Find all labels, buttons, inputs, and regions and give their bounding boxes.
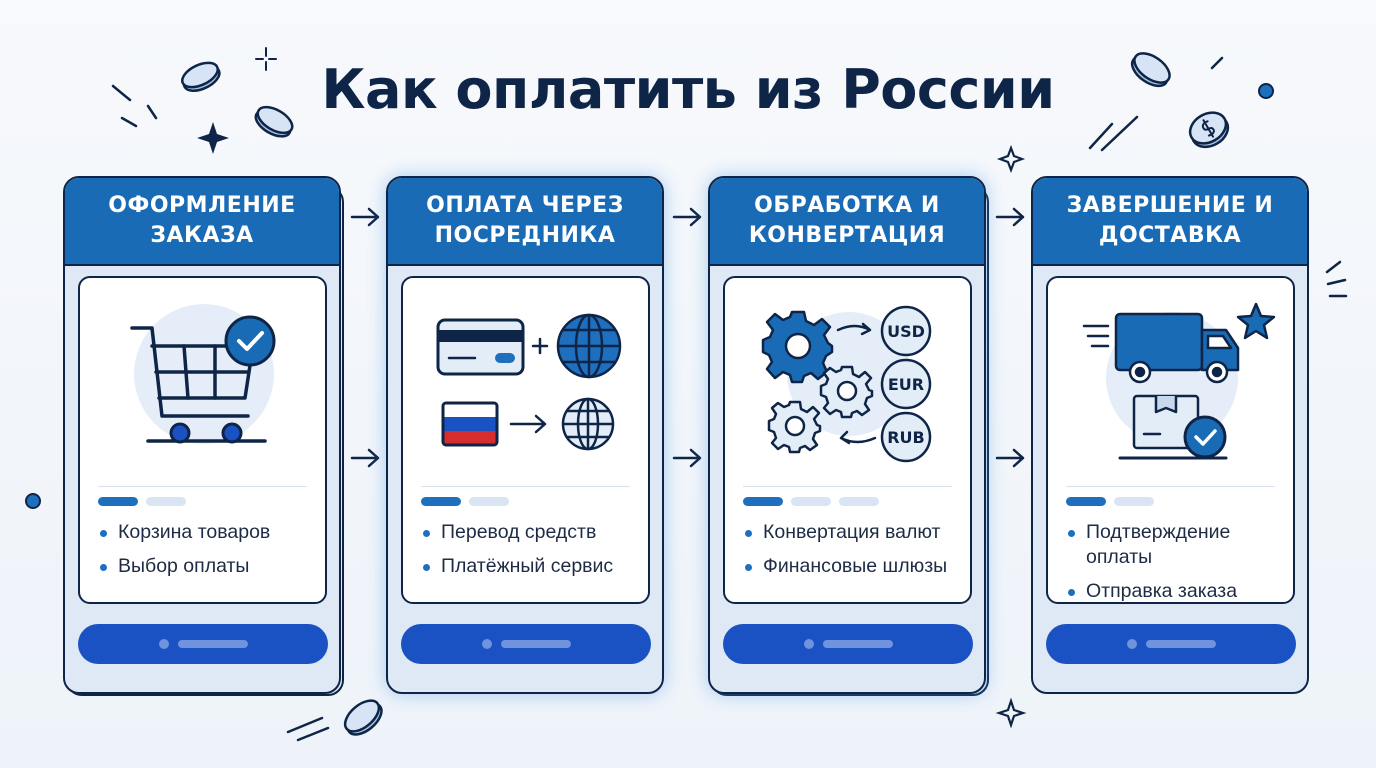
- sparkle-icon: [197, 122, 229, 154]
- coin-icon: [343, 699, 383, 736]
- card-plus-globe-icon: [436, 313, 622, 451]
- progress-dot: [469, 497, 509, 506]
- bullet-item: Платёжный сервис: [421, 554, 638, 579]
- dollar-coin-icon: [1188, 111, 1230, 149]
- step-action-button[interactable]: [723, 624, 973, 664]
- bullet-item: Перевод средств: [421, 520, 638, 545]
- progress-indicator: [1066, 497, 1154, 506]
- arrow-right-icon: [672, 448, 702, 468]
- coin-icon: [254, 105, 294, 138]
- divider: [1066, 486, 1275, 487]
- currency-coin-icon: [880, 305, 932, 357]
- progress-dot-active: [743, 497, 783, 506]
- step-content-panel: Подтверждение оплаты Отправка заказа: [1046, 276, 1295, 604]
- progress-dot-active: [421, 497, 461, 506]
- step-title: ОФОРМЛЕНИЕ ЗАКАЗА: [65, 178, 339, 266]
- step-bullets: Подтверждение оплаты Отправка заказа: [1066, 520, 1253, 613]
- sparkle-icon: [996, 144, 1026, 174]
- step-action-button[interactable]: [401, 624, 651, 664]
- progress-dot: [839, 497, 879, 506]
- bullet-item: Отправка заказа: [1066, 579, 1253, 604]
- globe-icon: [556, 313, 622, 379]
- gears-currency-icon: USD EUR RUB: [761, 305, 932, 463]
- delivery-truck-icon: [1082, 312, 1240, 384]
- coin-icon: [1130, 52, 1171, 88]
- arrow-right-icon: [350, 207, 380, 227]
- gear-icon: [767, 400, 822, 454]
- bullet-item: Выбор оплаты: [98, 554, 315, 579]
- step-card-order: ОФОРМЛЕНИЕ ЗАКАЗА Корзина товаров Выбор …: [63, 176, 341, 694]
- page-title: Как оплатить из России: [321, 58, 1055, 121]
- divider: [743, 486, 952, 487]
- step-bullets: Конвертация валют Финансовые шлюзы: [743, 520, 960, 588]
- step-title: ЗАВЕРШЕНИЕ И ДОСТАВКА: [1033, 178, 1307, 266]
- step-card-payment: ОПЛАТА ЧЕРЕЗ ПОСРЕДНИКА: [386, 176, 664, 694]
- globe-icon: [561, 397, 615, 451]
- star-icon: [1236, 302, 1276, 340]
- step-title: ОПЛАТА ЧЕРЕЗ ПОСРЕДНИКА: [388, 178, 662, 266]
- progress-indicator: [743, 497, 879, 506]
- step-content-panel: Корзина товаров Выбор оплаты: [78, 276, 327, 604]
- progress-dot-active: [98, 497, 138, 506]
- dot-decoration: [25, 493, 41, 509]
- progress-dot: [1114, 497, 1154, 506]
- credit-card-icon: [436, 318, 525, 376]
- currency-label: EUR: [888, 375, 924, 394]
- progress-indicator: [421, 497, 509, 506]
- delivery-truck-box-icon: [1082, 302, 1276, 460]
- step-card-processing: ОБРАБОТКА И КОНВЕРТАЦИЯ: [708, 176, 986, 694]
- currency-coin-icon: [880, 358, 932, 410]
- step-action-button[interactable]: [1046, 624, 1296, 664]
- coin-icon: [181, 61, 221, 92]
- arrow-right-icon: [350, 448, 380, 468]
- arrow-right-icon: [672, 207, 702, 227]
- divider: [98, 486, 307, 487]
- bullet-item: Корзина товаров: [98, 520, 315, 545]
- sparkle-icon: [995, 697, 1027, 729]
- divider: [421, 486, 630, 487]
- progress-dot: [791, 497, 831, 506]
- step-content-panel: USD EUR RUB Конвертация валют Финансовые…: [723, 276, 972, 604]
- progress-indicator: [98, 497, 186, 506]
- gear-icon: [761, 310, 834, 384]
- currency-coin-icon: [880, 411, 932, 463]
- step-bullets: Корзина товаров Выбор оплаты: [98, 520, 315, 588]
- bullet-item: Финансовые шлюзы: [743, 554, 960, 579]
- russia-flag-icon: [441, 401, 499, 447]
- gear-icon: [819, 365, 874, 419]
- currency-label: USD: [887, 322, 925, 341]
- step-action-button[interactable]: [78, 624, 328, 664]
- step-title: ОБРАБОТКА И КОНВЕРТАЦИЯ: [710, 178, 984, 266]
- dot-decoration: [1258, 83, 1274, 99]
- bullet-item: Подтверждение оплаты: [1066, 520, 1253, 570]
- bullet-item: Конвертация валют: [743, 520, 960, 545]
- arrow-right-icon: [995, 207, 1025, 227]
- arrow-right-icon: [995, 448, 1025, 468]
- currency-label: RUB: [887, 428, 925, 447]
- shopping-cart-check-icon: [130, 304, 276, 444]
- progress-dot: [146, 497, 186, 506]
- progress-dot-active: [1066, 497, 1106, 506]
- step-card-delivery: ЗАВЕРШЕНИЕ И ДОСТАВКА: [1031, 176, 1309, 694]
- package-box-icon: [1132, 394, 1200, 450]
- step-content-panel: Перевод средств Платёжный сервис: [401, 276, 650, 604]
- step-bullets: Перевод средств Платёжный сервис: [421, 520, 638, 588]
